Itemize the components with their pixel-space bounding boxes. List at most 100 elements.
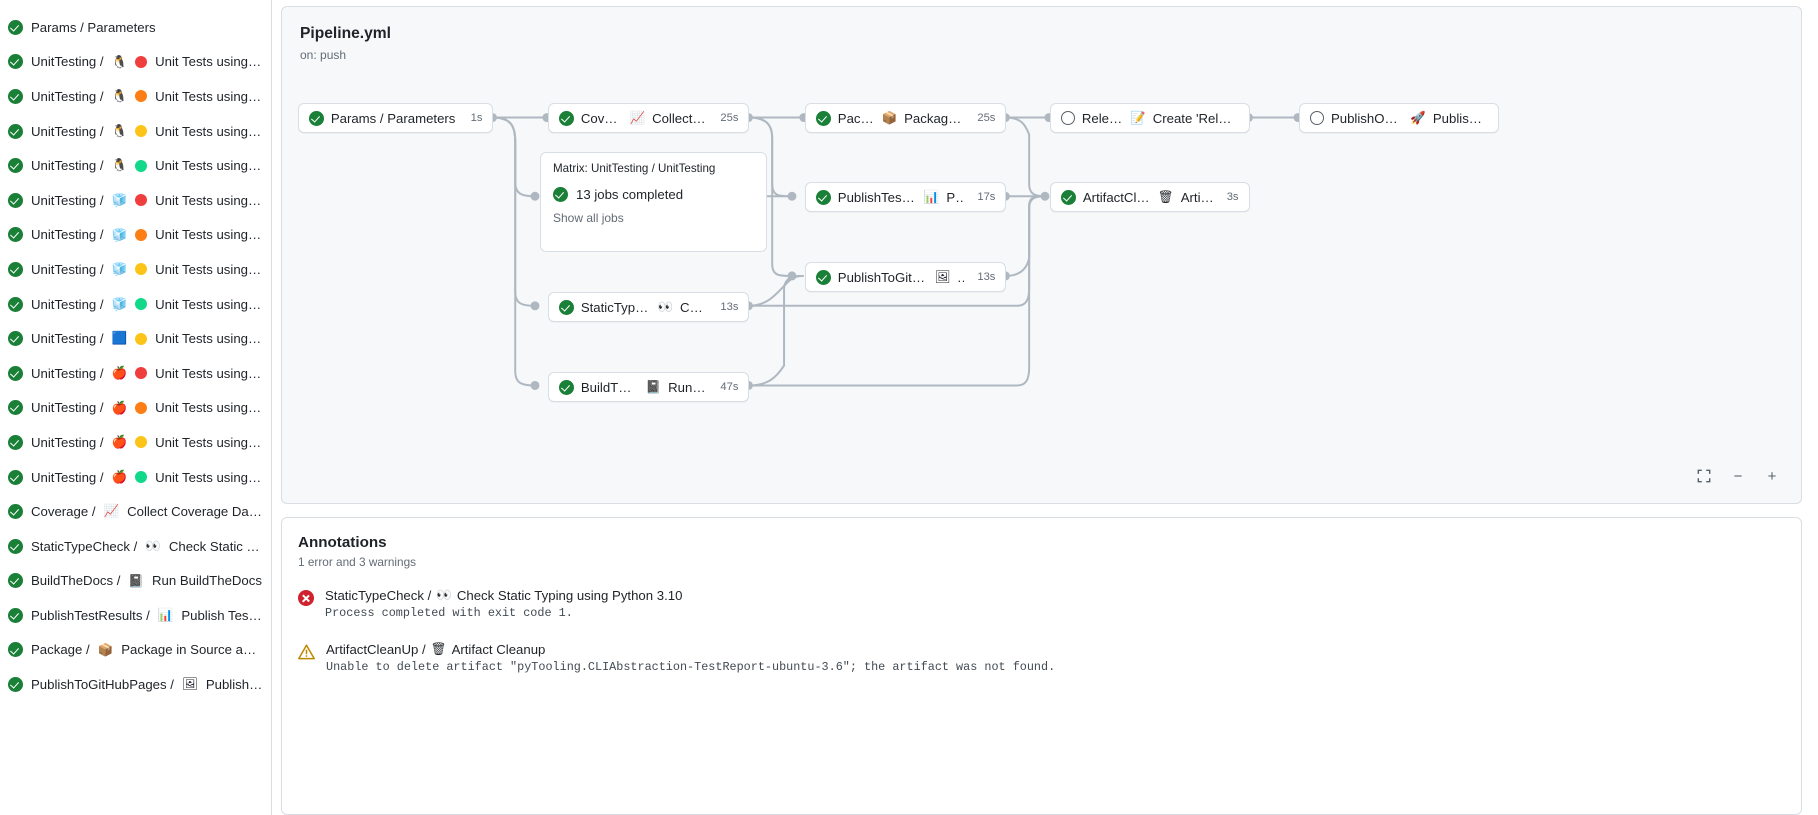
annotations-summary: 1 error and 3 warnings <box>298 555 417 569</box>
show-all-jobs-link[interactable]: Show all jobs <box>553 211 624 225</box>
matrix-group-label: Matrix: UnitTesting / UnitTesting <box>553 162 716 175</box>
graph-node-statictype[interactable]: StaticTypeCheck /👀Chec...13s <box>547 292 750 322</box>
graph-node-duration: 17s <box>977 191 996 203</box>
sidebar-job-name: PublishTestResults / <box>31 607 150 623</box>
sidebar-job-item[interactable]: UnitTesting /🐧Unit Tests using Pyth... <box>0 114 271 149</box>
graph-node-step-label: Publish to ... <box>1432 110 1488 126</box>
job-emoji-icon: 📓 <box>128 573 144 588</box>
sidebar-job-name: UnitTesting / <box>31 261 104 277</box>
sidebar-job-item[interactable]: BuildTheDocs /📓Run BuildTheDocs <box>0 564 271 599</box>
graph-node-buildthedocs[interactable]: BuildTheDocs /📓Run Buil...47s <box>547 372 750 402</box>
success-check-icon <box>1060 189 1076 205</box>
sidebar-job-name: UnitTesting / <box>31 88 104 104</box>
sidebar-job-step-label: Unit Tests using Pyth... <box>155 365 263 381</box>
sidebar-job-step-label: Unit Tests using Pyth... <box>155 434 263 450</box>
graph-node-duration: 25s <box>720 112 739 124</box>
graph-node-name: ArtifactCleanUp / <box>1082 189 1151 205</box>
sidebar-job-item[interactable]: UnitTesting /🧊Unit Tests using Pyth... <box>0 183 271 218</box>
python-version-dot-icon <box>135 436 148 449</box>
python-version-dot-icon <box>135 367 148 380</box>
success-check-icon <box>558 379 574 395</box>
sidebar-job-item[interactable]: UnitTesting /🍎Unit Tests using Pyth... <box>0 460 271 495</box>
sidebar-job-step-label: Unit Tests using Pyth... <box>155 123 263 139</box>
matrix-jobs-completed-label: 13 jobs completed <box>576 187 684 202</box>
success-check-icon <box>815 269 831 285</box>
graph-node-coverage[interactable]: Coverage /📈Collect Cove...25s <box>547 103 750 133</box>
annotations-list: StaticTypeCheck /👀Check Static Typing us… <box>298 588 1785 674</box>
annotation-item: StaticTypeCheck /👀Check Static Typing us… <box>298 588 1785 620</box>
success-check-icon <box>8 19 23 35</box>
graph-node-name: Params / Parameters <box>330 110 456 126</box>
annotation-step-name: Artifact Cleanup <box>451 642 546 657</box>
sidebar-job-item[interactable]: PublishTestResults /📊Publish Test Resu..… <box>0 598 271 633</box>
sidebar-job-item[interactable]: Params / Parameters <box>0 10 271 45</box>
graph-node-duration: 25s <box>977 112 996 124</box>
sidebar-job-item[interactable]: Coverage /📈Collect Coverage Data usi... <box>0 494 271 529</box>
sidebar-job-item[interactable]: UnitTesting /🧊Unit Tests using Pyth... <box>0 287 271 322</box>
graph-node-duration: 3s <box>1226 191 1239 203</box>
workflow-graph: Pipeline.yml on: push <box>281 6 1802 504</box>
sidebar-job-item[interactable]: UnitTesting /🍎Unit Tests using Pyth... <box>0 425 271 460</box>
success-check-icon <box>8 504 23 520</box>
job-emoji-icon: 🟦 <box>111 331 128 346</box>
graph-node-emoji-icon: 📊 <box>923 189 940 204</box>
sidebar-job-name: BuildTheDocs / <box>31 573 121 589</box>
job-emoji-icon: 🖼 <box>181 677 198 692</box>
zoom-in-button[interactable]: + <box>1767 467 1777 485</box>
sidebar-job-item[interactable]: UnitTesting /🟦Unit Tests using Pyth... <box>0 321 271 356</box>
graph-node-params[interactable]: Params / Parameters 1s <box>297 103 494 133</box>
sidebar-job-name: UnitTesting / <box>31 400 104 416</box>
graph-node-publishpages[interactable]: PublishToGitHubPages /🖼...13s <box>804 262 1007 292</box>
job-emoji-icon: 🐧 <box>111 123 128 138</box>
success-check-icon <box>8 54 23 70</box>
sidebar-job-item[interactable]: PublishToGitHubPages /🖼Publish to G... <box>0 667 271 702</box>
graph-node-duration: 1s <box>470 112 483 124</box>
skipped-circle-icon <box>1309 111 1324 125</box>
matrix-group-unittesting[interactable]: Matrix: UnitTesting / UnitTesting 13 job… <box>540 152 767 252</box>
graph-node-name: BuildTheDocs / <box>580 379 639 395</box>
zoom-out-button[interactable]: − <box>1733 467 1743 485</box>
sidebar-job-item[interactable]: UnitTesting /🐧Unit Tests using Pyth... <box>0 148 271 183</box>
sidebar-job-step-label: Unit Tests using Pyth... <box>155 261 263 277</box>
sidebar-job-item[interactable]: UnitTesting /🧊Unit Tests using Pyth... <box>0 252 271 287</box>
job-emoji-icon: 🧊 <box>111 227 128 242</box>
sidebar-job-item[interactable]: UnitTesting /🐧Unit Tests using Pyth... <box>0 45 271 80</box>
graph-node-emoji-icon: 📦 <box>881 110 898 125</box>
graph-node-name: PublishOnPyPI / <box>1330 110 1403 126</box>
success-check-icon <box>8 642 23 658</box>
matrix-jobs-completed[interactable]: 13 jobs completed <box>553 187 683 202</box>
sidebar-job-name: UnitTesting / <box>31 434 104 450</box>
graph-node-pypi[interactable]: PublishOnPyPI /🚀Publish to ... <box>1298 103 1499 133</box>
sidebar-job-step-label: Package in Source and Wh... <box>121 642 263 658</box>
sidebar-job-name: UnitTesting / <box>31 192 104 208</box>
sidebar-job-item[interactable]: UnitTesting /🐧Unit Tests using Pyth... <box>0 79 271 114</box>
success-check-icon <box>8 434 23 450</box>
graph-node-release[interactable]: Release /📝Create 'Release P... <box>1049 103 1250 133</box>
job-emoji-icon: 🍎 <box>111 365 128 380</box>
graph-node-publishtest[interactable]: PublishTestResults /📊Pu...17s <box>804 182 1007 212</box>
annotation-detail: Unable to delete artifact "pyTooling.CLI… <box>326 660 1056 674</box>
sidebar-job-item[interactable]: UnitTesting /🍎Unit Tests using Pyth... <box>0 356 271 391</box>
success-check-icon <box>8 469 23 485</box>
graph-node-step-label: Pu... <box>946 189 964 205</box>
sidebar-job-item[interactable]: Package /📦Package in Source and Wh... <box>0 633 271 668</box>
annotations-panel: Annotations 1 error and 3 warnings Stati… <box>281 517 1802 815</box>
annotation-step-name: Check Static Typing using Python 3.10 <box>456 588 683 603</box>
success-check-icon <box>558 110 574 126</box>
sidebar-job-item[interactable]: UnitTesting /🍎Unit Tests using Pyth... <box>0 391 271 426</box>
annotation-job-name: ArtifactCleanUp / <box>326 642 426 657</box>
annotation-emoji-icon: 👀 <box>436 588 452 603</box>
sidebar-job-item[interactable]: UnitTesting /🧊Unit Tests using Pyth... <box>0 218 271 253</box>
graph-node-artifact[interactable]: ArtifactCleanUp /🗑Artifac...3s <box>1049 182 1250 212</box>
success-check-icon <box>8 400 23 416</box>
fullscreen-icon[interactable] <box>1693 465 1715 487</box>
job-emoji-icon: 🐧 <box>111 54 128 69</box>
python-version-dot-icon <box>135 55 148 68</box>
graph-node-package[interactable]: Package /📦Package in So...25s <box>804 103 1007 133</box>
job-emoji-icon: 🐧 <box>111 158 128 173</box>
sidebar-job-item[interactable]: StaticTypeCheck /👀Check Static Typing... <box>0 529 271 564</box>
sidebar-job-name: UnitTesting / <box>31 227 104 243</box>
sidebar-job-step-label: Unit Tests using Pyth... <box>155 400 263 416</box>
sidebar-job-step-label: Unit Tests using Pyth... <box>155 192 263 208</box>
